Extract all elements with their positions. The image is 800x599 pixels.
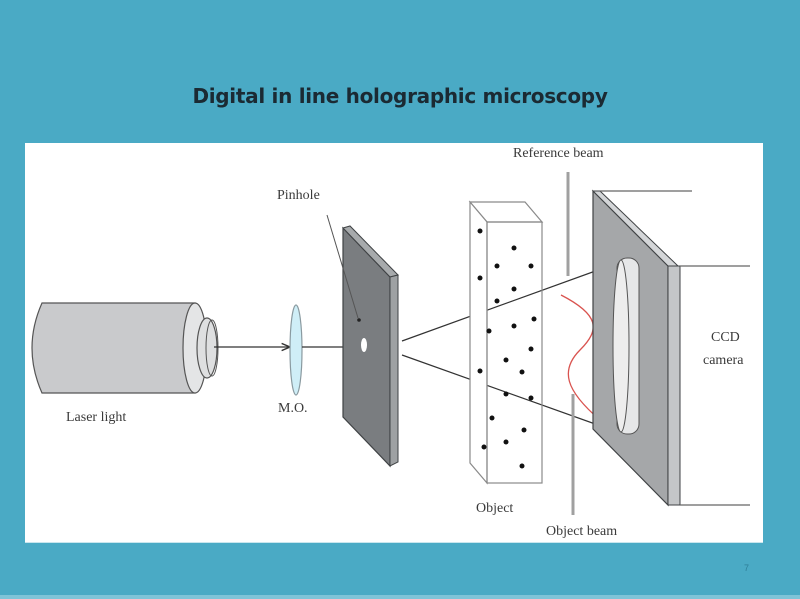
slide-title: Digital in line holographic microscopy bbox=[192, 84, 608, 108]
objective-label: M.O. bbox=[278, 401, 308, 416]
bottom-border bbox=[0, 595, 800, 599]
pinhole-pointer bbox=[326, 214, 359, 319]
laser-label: Laser light bbox=[66, 410, 126, 425]
pinhole-plate-icon bbox=[342, 225, 399, 468]
pinhole-label: Pinhole bbox=[277, 188, 320, 203]
holography-diagram: Laser light M.O. Pinhole bbox=[25, 143, 763, 542]
laser-icon bbox=[31, 302, 219, 394]
upper-beam bbox=[401, 265, 612, 342]
ccd-label-line2: camera bbox=[703, 353, 744, 368]
reference-beam-label: Reference beam bbox=[513, 146, 604, 161]
ccd-label-line1: CCD bbox=[711, 330, 740, 345]
particles bbox=[477, 228, 537, 469]
page-number: 7 bbox=[744, 563, 750, 573]
interference-wave bbox=[560, 294, 601, 421]
object-beam-label: Object beam bbox=[546, 524, 617, 539]
object-cuvette-icon bbox=[468, 200, 544, 485]
object-label: Object bbox=[476, 501, 513, 516]
diagram-svg: Laser light M.O. Pinhole bbox=[31, 146, 750, 539]
ccd-camera-icon bbox=[591, 189, 750, 507]
objective-lens-icon bbox=[289, 304, 303, 396]
